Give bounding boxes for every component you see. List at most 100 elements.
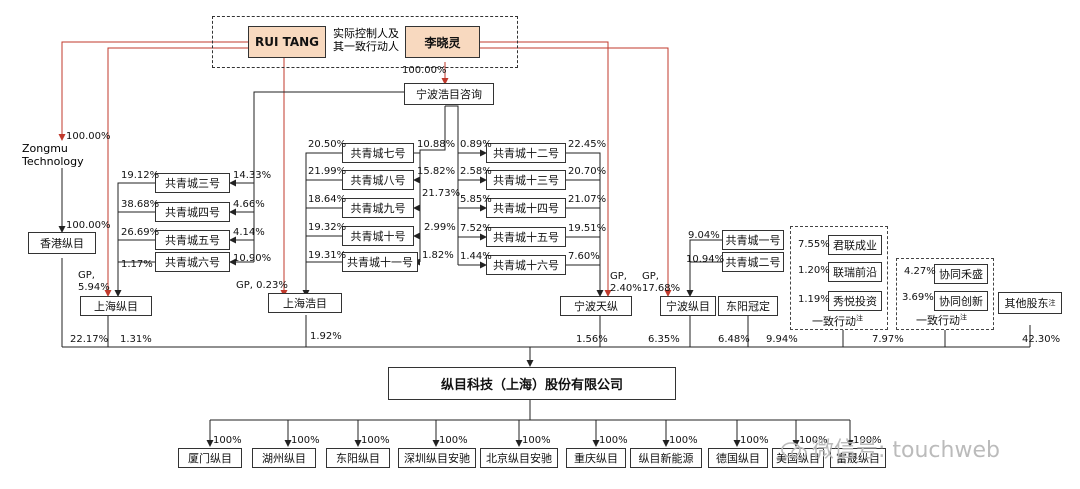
- holding-sh-haomu: 1.92%: [310, 331, 342, 342]
- gqc15-right-pct: 19.51%: [568, 223, 607, 234]
- sub-shenzhen-pct: 100%: [439, 435, 468, 446]
- subsidiary-fusheng: 富晟纵目: [830, 448, 886, 468]
- sh-zongmu-gp-label: GP,: [78, 270, 95, 281]
- gqc10-left-pct: 19.32%: [308, 222, 347, 233]
- entity-junlian-chengye: 君联成业: [828, 235, 882, 255]
- holding-dongyang: 6.48%: [718, 334, 750, 345]
- gqc10-right-pct: 2.99%: [424, 222, 456, 233]
- sub-beijing-pct: 100%: [522, 435, 551, 446]
- entity-lianrui-qianyan: 联瑞前沿: [828, 262, 882, 282]
- others-label: 其他股东: [1004, 297, 1049, 310]
- holding-lines: [58, 91, 1031, 447]
- subsidiary-xiamen: 厦门纵目: [178, 448, 242, 468]
- gqc6-left-pct: 1.17%: [121, 259, 153, 270]
- gqc4-left-pct: 38.68%: [121, 199, 160, 210]
- gqc7-right-pct: 10.88%: [417, 139, 456, 150]
- nb-tianzong-gp-pct: 2.40%: [610, 283, 642, 294]
- hk-zongmu-pct: 100.00%: [66, 220, 111, 231]
- gqc11-left-pct: 19.31%: [308, 250, 347, 261]
- entity-gongqingcheng-9: 共青城九号: [342, 198, 414, 218]
- subsidiary-germany: 德国纵目: [708, 448, 768, 468]
- gqc11-right-pct: 1.82%: [422, 250, 454, 261]
- concert1-item1-pct: 7.55%: [798, 239, 830, 250]
- sh-haomu-gp: GP, 0.23%: [236, 280, 288, 291]
- relation-line-1: 实际控制人及: [333, 27, 399, 40]
- entity-gongqingcheng-16: 共青城十六号: [486, 255, 566, 275]
- gqc5-left-pct: 26.69%: [121, 227, 160, 238]
- nb-tianzong-gp: GP, 2.40%: [610, 271, 642, 295]
- concert-group-1: [790, 226, 888, 330]
- entity-gongqingcheng-1: 共青城一号: [722, 230, 784, 250]
- wechat-icon: [781, 442, 807, 460]
- entity-zongmu-technology: Zongmu Technology: [22, 142, 102, 168]
- subsidiary-beijing-anchi: 北京纵目安驰: [480, 448, 558, 468]
- gqc9-left-pct: 18.64%: [308, 194, 347, 205]
- gqc13-right-pct: 20.70%: [568, 166, 607, 177]
- entity-gongqingcheng-6: 共青城六号: [155, 252, 230, 272]
- holding-concert1: 9.94%: [766, 334, 798, 345]
- others-note: 注: [1048, 299, 1056, 307]
- holding-nb-tianzong: 1.56%: [576, 334, 608, 345]
- gqc7-left-pct: 20.50%: [308, 139, 347, 150]
- sub-xiamen-pct: 100%: [213, 435, 242, 446]
- entity-gongqingcheng-10: 共青城十号: [342, 226, 414, 246]
- sub-huzhou-pct: 100%: [291, 435, 320, 446]
- entity-other-shareholders: 其他股东注: [998, 292, 1062, 314]
- zongmu-tech-line-1: Zongmu: [22, 142, 68, 155]
- controller-li-xiaoling: 李晓灵: [405, 26, 480, 58]
- gqc5-right-pct: 4.14%: [233, 227, 265, 238]
- holding-zongmu-tech: 22.17%: [70, 334, 109, 345]
- gqc4-right-pct: 4.66%: [233, 199, 265, 210]
- entity-gongqingcheng-15: 共青城十五号: [486, 227, 566, 247]
- gqc13-left-pct: 2.58%: [460, 166, 492, 177]
- concert1-note: 注: [856, 314, 863, 323]
- entity-gongqingcheng-3: 共青城三号: [155, 173, 230, 193]
- concert1-item3-pct: 1.19%: [798, 294, 830, 305]
- gqc14-left-pct: 5.85%: [460, 194, 492, 205]
- nb-zongmu-gp: GP, 17.68%: [642, 271, 680, 295]
- concert2-label-text: 一致行动: [916, 314, 960, 327]
- entity-gongqingcheng-11: 共青城十一号: [342, 252, 418, 272]
- gqc2-pct: 10.94%: [686, 254, 725, 265]
- sub-usa-pct: 100%: [799, 435, 828, 446]
- holding-nb-zongmu: 6.35%: [648, 334, 680, 345]
- entity-xiuyue-touzi: 秀悦投资: [828, 291, 882, 311]
- subsidiary-dongyang: 东阳纵目: [326, 448, 390, 468]
- concert-group-2: [896, 258, 994, 330]
- entity-gongqingcheng-14: 共青城十四号: [486, 198, 566, 218]
- entity-gongqingcheng-13: 共青城十三号: [486, 170, 566, 190]
- concert2-label: 一致行动注: [916, 312, 967, 328]
- gqc16-left-pct: 1.44%: [460, 251, 492, 262]
- nb-tianzong-gp-label: GP,: [610, 271, 627, 282]
- subsidiary-huzhou: 湖州纵目: [252, 448, 316, 468]
- concert1-item2-pct: 1.20%: [798, 265, 830, 276]
- entity-shanghai-haomu: 上海浩目: [268, 293, 342, 313]
- entity-ningbo-haomu-consulting: 宁波浩目咨询: [404, 83, 494, 105]
- concert2-item1-pct: 4.27%: [904, 266, 936, 277]
- gqc12-right-pct: 22.45%: [568, 139, 607, 150]
- entity-gongqingcheng-12: 共青城十二号: [486, 143, 566, 163]
- concert1-label-text: 一致行动: [812, 315, 856, 328]
- nb-zongmu-gp-label: GP,: [642, 271, 659, 282]
- consulting-pct: 100.00%: [402, 65, 447, 76]
- sub-chongqing-pct: 100%: [599, 435, 628, 446]
- sh-zongmu-gp-pct: 5.94%: [78, 282, 110, 293]
- controller-relation: 实际控制人及 其一致行动人: [328, 27, 404, 53]
- entity-gongqingcheng-5: 共青城五号: [155, 230, 230, 250]
- sub-newenergy-pct: 100%: [669, 435, 698, 446]
- entity-shanghai-zongmu: 上海纵目: [80, 296, 152, 316]
- sub-dongyang-pct: 100%: [361, 435, 390, 446]
- entity-gongqingcheng-2: 共青城二号: [722, 252, 784, 272]
- zongmu-tech-pct: 100.00%: [66, 131, 111, 142]
- entity-ningbo-tianzong: 宁波天纵: [560, 296, 632, 316]
- gqc14-right-pct: 21.07%: [568, 194, 607, 205]
- concert2-item2-pct: 3.69%: [902, 292, 934, 303]
- entity-main-company: 纵目科技（上海）股份有限公司: [388, 367, 676, 400]
- gqc3-right-pct: 14.33%: [233, 170, 272, 181]
- gqc15-left-pct: 7.52%: [460, 223, 492, 234]
- entity-dongyang-guanding: 东阳冠定: [718, 296, 778, 316]
- entity-xietong-chuangxin: 协同创新: [934, 291, 988, 311]
- holding-sh-zongmu: 1.31%: [120, 334, 152, 345]
